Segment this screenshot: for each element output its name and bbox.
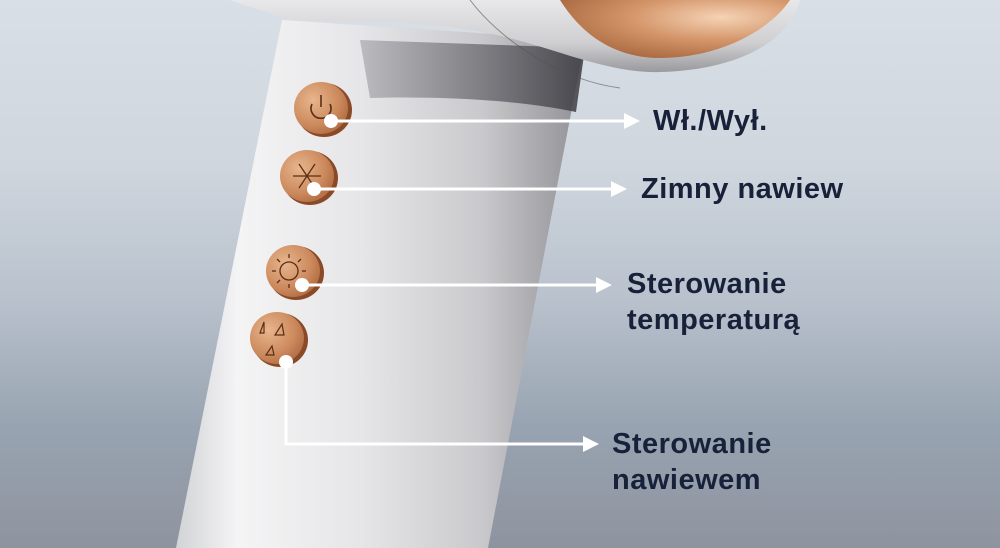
label-power: Wł./Wył.: [653, 105, 768, 137]
power-button: [294, 82, 352, 137]
label-temperature: Sterowanie temperaturą: [627, 268, 801, 336]
leader-lines: [279, 113, 640, 452]
label-airflow: Sterowanie nawiewem: [612, 428, 772, 496]
label-cold-shot: Zimny nawiew: [641, 173, 844, 205]
airflow-button: [250, 312, 308, 367]
